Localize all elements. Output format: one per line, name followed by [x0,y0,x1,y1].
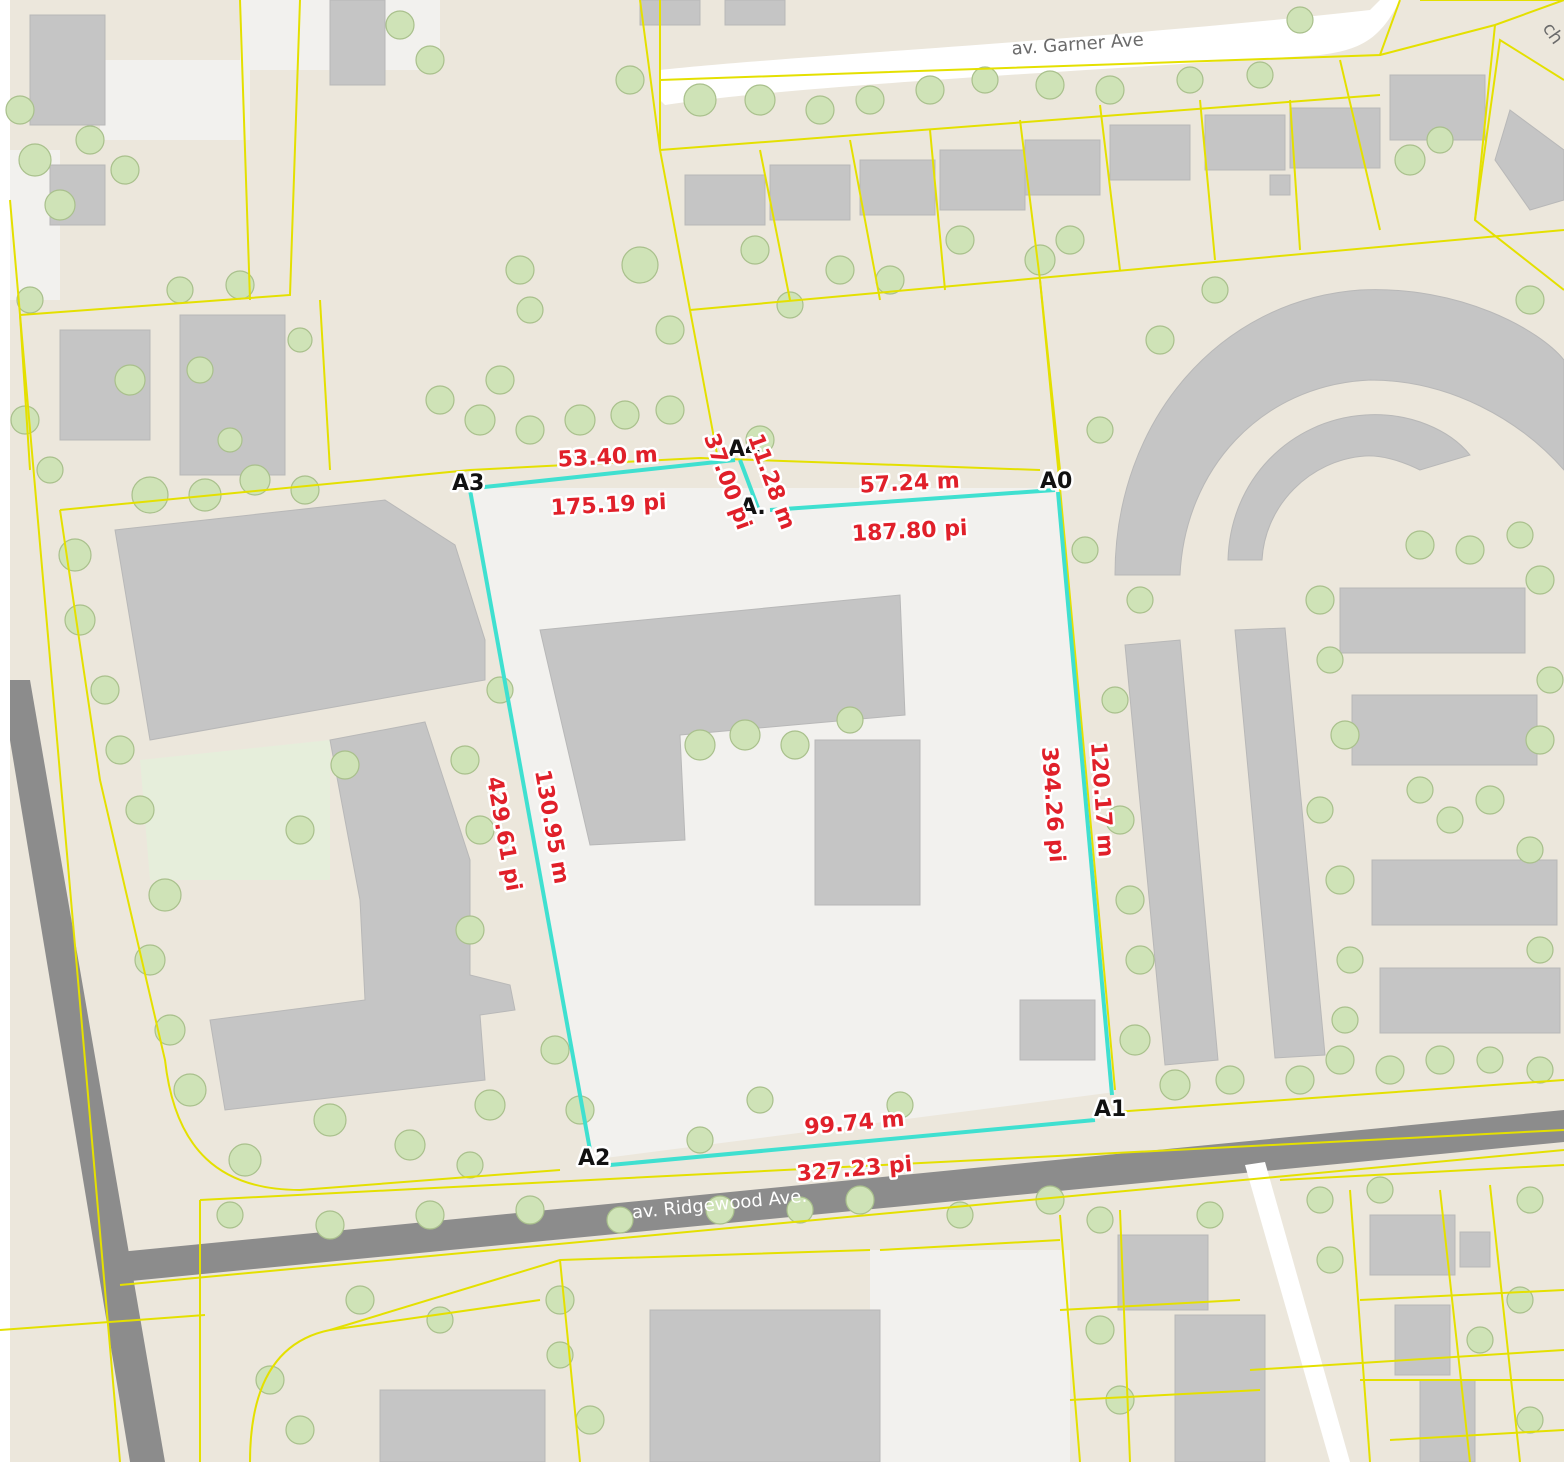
segment-a2-a3[interactable] [468,489,592,1151]
a4-a0-metric-label: 57.24 m [859,468,960,498]
segment-a4-a0[interactable] [769,488,1056,512]
garner-ave-road [660,0,1400,105]
side-street [1245,1162,1350,1462]
west-arterial-road [0,680,165,1462]
vertex-labels: A3 A4 A. A0 A1 A2 [450,435,1129,1174]
vertex-a4-bottom-label[interactable]: A. [738,493,769,523]
segment-a0-a1[interactable] [1056,491,1114,1096]
ridgewood-ave-road [120,1110,1564,1282]
segment-a3-a4[interactable] [474,458,736,490]
measurement-polygon [468,458,1114,1167]
vertex-a0-label[interactable]: A0 [1038,467,1075,497]
vertex-a2-label[interactable]: A2 [576,1144,613,1174]
vertex-a4-top-label[interactable]: A4 [726,435,763,465]
buildings [29,0,1564,1462]
segment-a4-short[interactable] [738,459,760,509]
left-edge-strip [0,0,10,1462]
trees [5,6,1564,1445]
vertex-a3-label[interactable]: A3 [450,469,487,499]
vertex-a1-label[interactable]: A1 [1092,1095,1129,1125]
segment-a1-a2[interactable] [609,1118,1096,1167]
a3-a4-metric-label: 53.40 m [557,442,658,472]
